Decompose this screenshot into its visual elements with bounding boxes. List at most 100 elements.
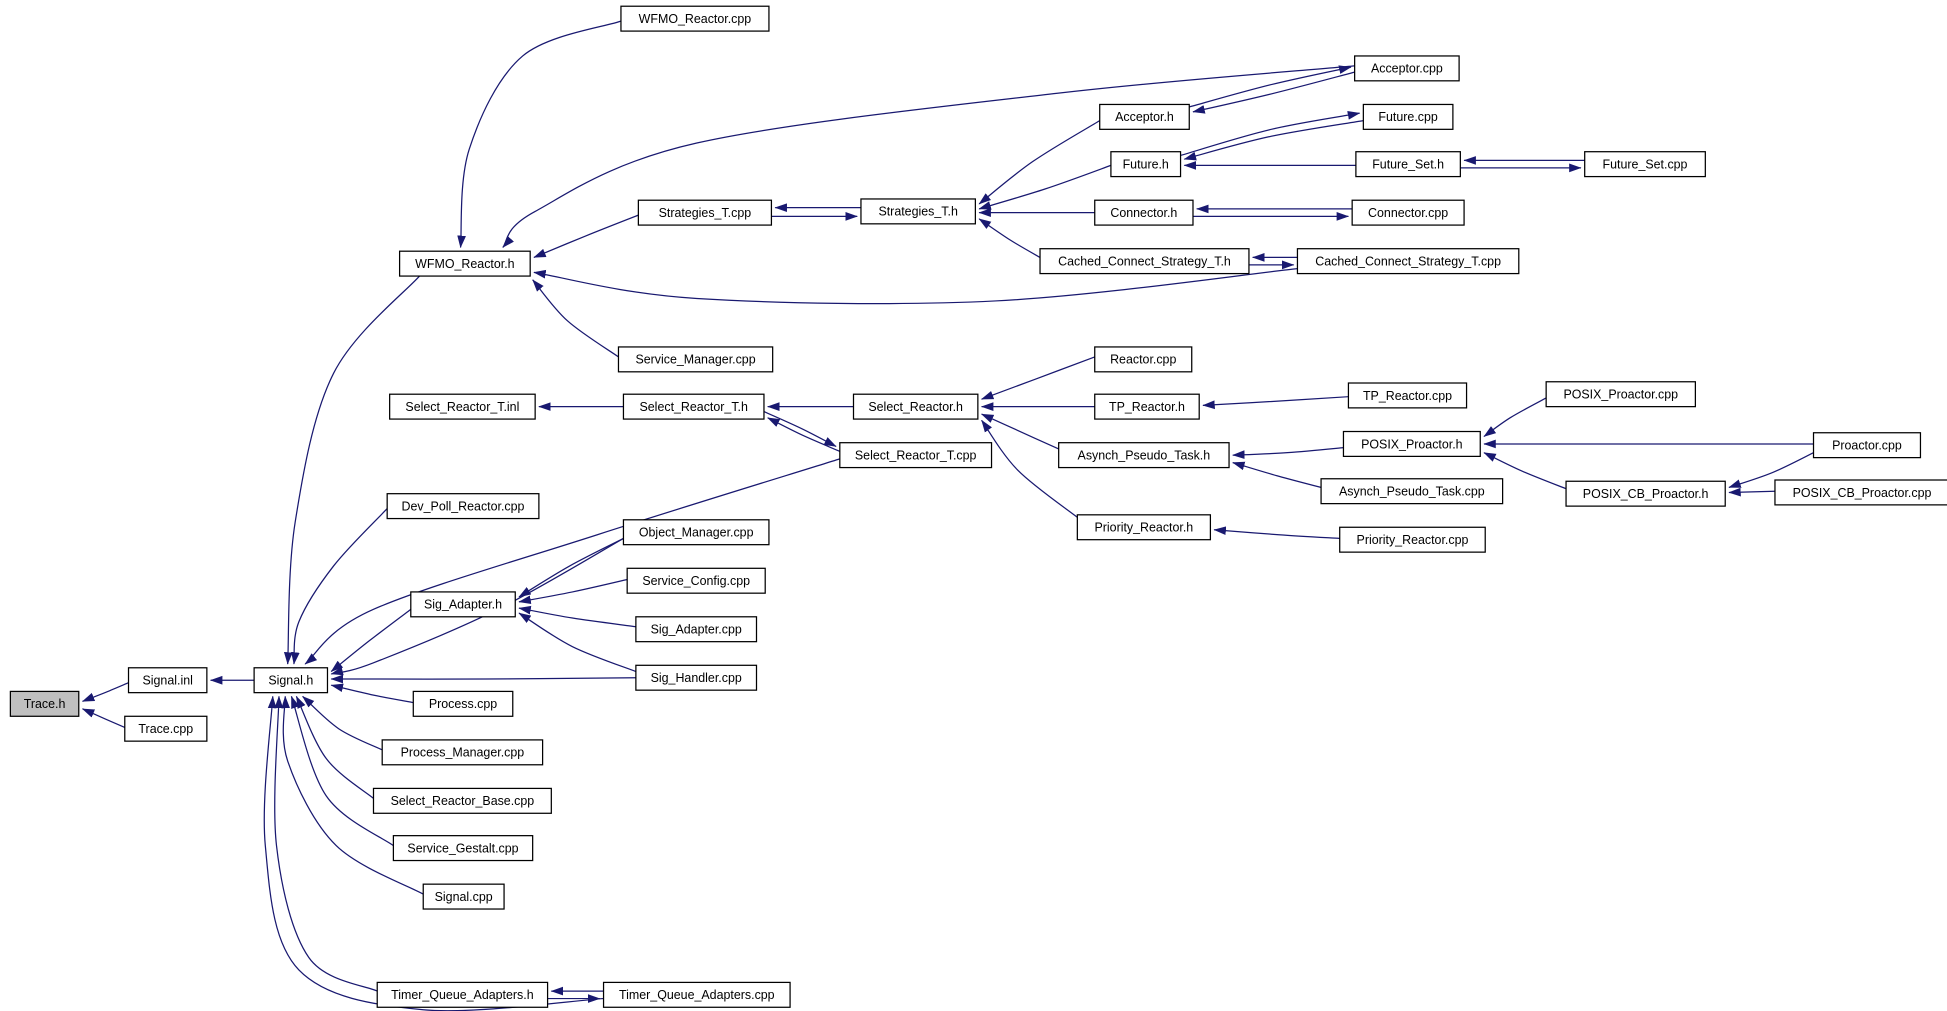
node-tp-cpp[interactable]: TP_Reactor.cpp <box>1347 382 1468 409</box>
node-box-wfmo-h[interactable] <box>398 250 531 277</box>
node-strategies-t-cpp[interactable]: Strategies_T.cpp <box>637 199 773 226</box>
node-dev-poll-cpp[interactable]: Dev_Poll_Reactor.cpp <box>386 493 540 520</box>
node-label-signal-cpp: Signal.cpp <box>435 890 493 904</box>
node-sig-handler-cpp[interactable]: Sig_Handler.cpp <box>635 664 758 691</box>
node-box-posix-pro-cpp[interactable] <box>1545 381 1696 408</box>
node-service-manager-cpp[interactable]: Service_Manager.cpp <box>617 346 774 373</box>
node-box-srb-cpp[interactable] <box>372 787 552 814</box>
node-posix-pro-cpp[interactable]: POSIX_Proactor.cpp <box>1545 381 1696 408</box>
node-acceptor-h[interactable]: Acceptor.h <box>1099 103 1190 130</box>
node-tqa-h[interactable]: Timer_Queue_Adapters.h <box>376 981 549 1008</box>
node-box-obj-mgr-cpp[interactable] <box>622 519 770 546</box>
node-label-acceptor-h: Acceptor.h <box>1115 110 1174 124</box>
node-apt-h[interactable]: Asynch_Pseudo_Task.h <box>1058 442 1230 469</box>
node-box-service-manager-cpp[interactable] <box>617 346 774 373</box>
node-wfmo-h[interactable]: WFMO_Reactor.h <box>398 250 531 277</box>
node-ccs-cpp[interactable]: Cached_Connect_Strategy_T.cpp <box>1296 248 1520 275</box>
node-connector-cpp[interactable]: Connector.cpp <box>1351 199 1465 226</box>
node-box-priority-cpp[interactable] <box>1339 526 1486 553</box>
node-process-cpp[interactable]: Process.cpp <box>412 690 514 717</box>
node-srt-inl[interactable]: Select_Reactor_T.inl <box>389 393 536 420</box>
node-box-sig-handler-cpp[interactable] <box>635 664 758 691</box>
node-box-future-cpp[interactable] <box>1362 103 1454 130</box>
node-box-sig-adapter-h[interactable] <box>410 591 516 618</box>
node-sr-h[interactable]: Select_Reactor.h <box>852 393 979 420</box>
node-signal-h[interactable]: Signal.h <box>253 667 329 694</box>
node-box-acceptor-h[interactable] <box>1099 103 1190 130</box>
node-future-set-h[interactable]: Future_Set.h <box>1355 151 1461 178</box>
node-box-dev-poll-cpp[interactable] <box>386 493 540 520</box>
node-box-svc-gestalt-cpp[interactable] <box>392 835 534 862</box>
node-box-process-cpp[interactable] <box>412 690 514 717</box>
node-future-cpp[interactable]: Future.cpp <box>1362 103 1454 130</box>
node-box-priority-h[interactable] <box>1076 514 1212 541</box>
node-box-future-set-cpp[interactable] <box>1584 151 1706 178</box>
node-box-connector-h[interactable] <box>1094 199 1194 226</box>
node-box-future-set-h[interactable] <box>1355 151 1461 178</box>
node-trace-cpp[interactable]: Trace.cpp <box>124 715 208 742</box>
node-box-tqa-cpp[interactable] <box>602 981 791 1008</box>
node-box-ccs-cpp[interactable] <box>1296 248 1520 275</box>
node-svc-gestalt-cpp[interactable]: Service_Gestalt.cpp <box>392 835 534 862</box>
node-strategies-t-h[interactable]: Strategies_T.h <box>860 198 976 225</box>
node-box-acceptor-cpp[interactable] <box>1354 55 1460 82</box>
node-box-strategies-t-h[interactable] <box>860 198 976 225</box>
node-proactor-cpp[interactable]: Proactor.cpp <box>1812 432 1922 459</box>
node-label-sig-handler-cpp: Sig_Handler.cpp <box>651 671 742 685</box>
node-future-set-cpp[interactable]: Future_Set.cpp <box>1584 151 1706 178</box>
node-box-apt-h[interactable] <box>1058 442 1230 469</box>
node-srb-cpp[interactable]: Select_Reactor_Base.cpp <box>372 787 552 814</box>
node-box-srt-inl[interactable] <box>389 393 536 420</box>
node-box-tqa-h[interactable] <box>376 981 549 1008</box>
node-apt-cpp[interactable]: Asynch_Pseudo_Task.cpp <box>1320 478 1504 505</box>
node-wfmo-cpp[interactable]: WFMO_Reactor.cpp <box>620 5 770 32</box>
node-sig-adapter-cpp[interactable]: Sig_Adapter.cpp <box>635 616 758 643</box>
node-box-tp-h[interactable] <box>1094 393 1200 420</box>
node-box-sr-h[interactable] <box>852 393 979 420</box>
node-box-signal-h[interactable] <box>253 667 329 694</box>
node-sig-adapter-h[interactable]: Sig_Adapter.h <box>410 591 516 618</box>
node-label-ccs-h: Cached_Connect_Strategy_T.h <box>1058 254 1231 268</box>
node-box-proactor-cpp[interactable] <box>1812 432 1922 459</box>
node-obj-mgr-cpp[interactable]: Object_Manager.cpp <box>622 519 770 546</box>
node-box-srt-cpp[interactable] <box>839 442 993 469</box>
node-tp-h[interactable]: TP_Reactor.h <box>1094 393 1200 420</box>
node-posix-cb-cpp[interactable]: POSIX_CB_Proactor.cpp <box>1774 479 1947 506</box>
node-signal-cpp[interactable]: Signal.cpp <box>422 883 505 910</box>
node-proc-mgr-cpp[interactable]: Process_Manager.cpp <box>381 739 544 766</box>
node-reactor-cpp[interactable]: Reactor.cpp <box>1094 346 1193 373</box>
node-box-svc-config-cpp[interactable] <box>626 567 766 594</box>
node-priority-cpp[interactable]: Priority_Reactor.cpp <box>1339 526 1486 553</box>
node-box-strategies-t-cpp[interactable] <box>637 199 773 226</box>
node-box-sig-adapter-cpp[interactable] <box>635 616 758 643</box>
node-box-wfmo-cpp[interactable] <box>620 5 770 32</box>
node-box-reactor-cpp[interactable] <box>1094 346 1193 373</box>
node-box-signal-cpp[interactable] <box>422 883 505 910</box>
node-box-posix-cb-h[interactable] <box>1565 480 1726 507</box>
node-box-apt-cpp[interactable] <box>1320 478 1504 505</box>
node-trace-h[interactable]: Trace.h <box>9 690 80 717</box>
node-posix-cb-h[interactable]: POSIX_CB_Proactor.h <box>1565 480 1726 507</box>
node-tqa-cpp[interactable]: Timer_Queue_Adapters.cpp <box>602 981 791 1008</box>
node-box-proc-mgr-cpp[interactable] <box>381 739 544 766</box>
node-posix-pro-h[interactable]: POSIX_Proactor.h <box>1342 430 1481 458</box>
node-signal-inl[interactable]: Signal.inl <box>127 667 208 694</box>
node-future-h[interactable]: Future.h <box>1110 151 1182 178</box>
node-priority-h[interactable]: Priority_Reactor.h <box>1076 514 1212 541</box>
node-box-posix-cb-cpp[interactable] <box>1774 479 1947 506</box>
node-box-ccs-h[interactable] <box>1039 248 1250 275</box>
node-acceptor-cpp[interactable]: Acceptor.cpp <box>1354 55 1460 82</box>
node-srt-cpp[interactable]: Select_Reactor_T.cpp <box>839 442 993 469</box>
node-ccs-h[interactable]: Cached_Connect_Strategy_T.h <box>1039 248 1250 275</box>
node-connector-h[interactable]: Connector.h <box>1094 199 1194 226</box>
node-svc-config-cpp[interactable]: Service_Config.cpp <box>626 567 766 594</box>
node-box-connector-cpp[interactable] <box>1351 199 1465 226</box>
node-box-tp-cpp[interactable] <box>1347 382 1468 409</box>
node-box-posix-pro-h[interactable] <box>1342 430 1481 458</box>
node-box-future-h[interactable] <box>1110 151 1182 178</box>
node-box-signal-inl[interactable] <box>127 667 208 694</box>
node-box-srt-h[interactable] <box>622 393 765 420</box>
node-srt-h[interactable]: Select_Reactor_T.h <box>622 393 765 420</box>
node-box-trace-h[interactable] <box>9 690 80 717</box>
node-box-trace-cpp[interactable] <box>124 715 208 742</box>
